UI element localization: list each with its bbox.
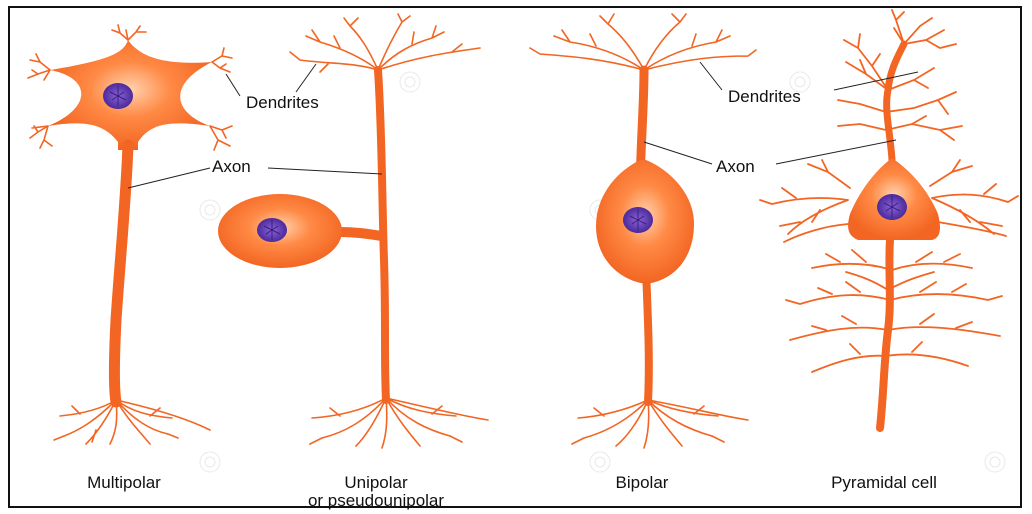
dendrites-label-right: Dendrites [728,87,801,106]
axon-label-left: Axon [212,157,251,176]
multipolar-neuron [28,25,232,444]
caption-pyramidal: Pyramidal cell [831,473,937,492]
dendrites-label-left: Dendrites [246,93,319,112]
caption-pseudounipolar: or pseudounipolar [308,491,444,510]
caption-multipolar: Multipolar [87,473,161,492]
caption-bipolar: Bipolar [616,473,669,492]
caption-unipolar: Unipolar [344,473,408,492]
axon-label-right: Axon [716,157,755,176]
